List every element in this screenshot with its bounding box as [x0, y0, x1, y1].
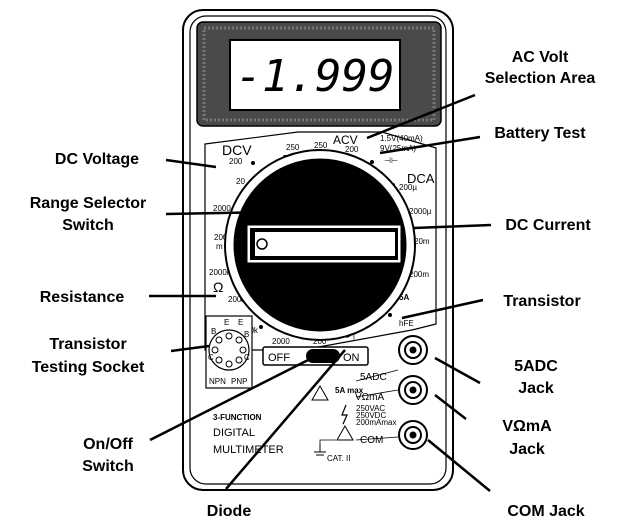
- dca-range-2000u: 2000µ: [409, 207, 432, 216]
- callout-on-off-line1: On/Off: [83, 436, 133, 453]
- hfe-label: hFE: [399, 319, 414, 328]
- socket-npn-label: NPN: [209, 377, 226, 386]
- ohm-label: Ω: [213, 279, 223, 295]
- callout-socket-line2: Testing Socket: [32, 359, 145, 376]
- battery-range-1-5v: 1.5V(40mA): [380, 134, 423, 143]
- socket-pnp-letter-e: E: [238, 318, 243, 327]
- jack-com[interactable]: [398, 420, 428, 450]
- dca-range-200m: 200m: [409, 270, 429, 279]
- socket-pnp-letter-b: B: [244, 330, 249, 339]
- brand-line-1: 3-FUNCTION: [213, 413, 262, 422]
- jack-vohm[interactable]: [398, 375, 428, 405]
- socket-npn-letter-b: B: [211, 327, 216, 336]
- acv-range-200: 200: [345, 145, 359, 154]
- ohm-range-200k: 200k: [228, 295, 246, 304]
- dca-range-200u: 200µ: [399, 183, 417, 192]
- power-on-label: ON: [343, 352, 360, 364]
- callout-vohm-line1: VΩmA: [502, 418, 552, 435]
- callout-diode: Diode: [207, 503, 252, 520]
- dcv-range-m: m: [216, 242, 223, 251]
- lcd-screen: [229, 39, 401, 111]
- dcv-range-250: 250: [286, 143, 300, 152]
- cat-rating: CAT. II: [327, 454, 350, 463]
- callout-range-selector-line2: Switch: [62, 217, 114, 234]
- display-bezel-texture: [202, 26, 436, 122]
- callout-transistor: Transistor: [503, 293, 580, 310]
- jack-label-leaders: [319, 369, 399, 444]
- range-selector-pointer-window: [255, 232, 395, 256]
- rating-250vdc: 250VDC: [356, 411, 386, 420]
- battery-range-9v: 9V(25mA): [380, 144, 416, 153]
- power-switch-toggle[interactable]: [306, 349, 340, 363]
- callout-com-jack: COM Jack: [507, 503, 584, 520]
- ohm-range-2000: 2000: [272, 337, 290, 346]
- fivea-range-label: 5A: [399, 293, 409, 302]
- callout-leaders: [149, 93, 492, 492]
- rating-250vac: 250VAC: [356, 404, 385, 413]
- callout-resistance: Resistance: [40, 289, 125, 306]
- ohm-range-2000k: 2000k: [209, 268, 232, 277]
- callout-5adc-line1: 5ADC: [514, 358, 558, 375]
- lcd-reading: -1.999: [236, 51, 395, 102]
- acv-range-250: 250: [314, 141, 328, 150]
- dcv-label: DCV: [222, 142, 252, 158]
- jack-5a[interactable]: [398, 335, 428, 365]
- socket-pnp-letter-c: C: [244, 353, 250, 362]
- jack-5a-label: 5ADC: [360, 372, 387, 383]
- dca-range-20m: 20m: [414, 237, 430, 246]
- acv-label: ACV: [333, 133, 358, 147]
- dcv-range-2000: 2000: [213, 204, 231, 213]
- callout-dc-current: DC Current: [505, 217, 591, 234]
- callout-dc-voltage: DC Voltage: [55, 151, 139, 168]
- battery-symbol: ⊣⊢: [384, 156, 398, 165]
- ohm-range-200: 200: [313, 337, 327, 346]
- warning-triangle-1-icon: [311, 384, 329, 401]
- callout-vohm-line2: Jack: [509, 441, 545, 458]
- rating-200ma: 200mAmax: [356, 418, 396, 427]
- callout-range-selector-line1: Range Selector: [30, 195, 146, 212]
- callout-ac-volt-line1: AC Volt: [512, 49, 569, 66]
- power-off-label: OFF: [268, 352, 290, 364]
- dcv-range-20: 20: [236, 177, 245, 186]
- callout-ac-volt-line2: Selection Area: [485, 70, 596, 87]
- callout-socket-line1: Transistor: [49, 336, 126, 353]
- jack-com-label: COM: [360, 435, 383, 446]
- socket-npn-letter-e: E: [224, 318, 229, 327]
- callout-5adc-line2: Jack: [518, 380, 554, 397]
- warning-triangle-2-icon: [336, 424, 354, 441]
- jack-5a-max: 5A max: [335, 386, 364, 395]
- jack-vohm-label: VΩmA: [355, 392, 384, 403]
- dca-label: DCA: [407, 171, 435, 186]
- transistor-socket-pins: [211, 332, 247, 368]
- socket-pnp-label: PNP: [231, 377, 247, 386]
- callout-battery-test: Battery Test: [494, 125, 586, 142]
- high-voltage-bolt-icon: [341, 404, 348, 425]
- meter-body-inner: [189, 15, 447, 485]
- dcv-range-200: 200: [229, 157, 243, 166]
- range-selector-indicator-dot: [256, 238, 268, 250]
- callout-on-off-line2: Switch: [82, 458, 134, 475]
- brand-line-3: MULTIMETER: [213, 444, 284, 456]
- ground-symbol-icon: [314, 444, 326, 456]
- socket-npn-letter-c: C: [208, 353, 214, 362]
- dcv-range-200m: 200: [214, 233, 228, 242]
- brand-line-2: DIGITAL: [213, 427, 255, 439]
